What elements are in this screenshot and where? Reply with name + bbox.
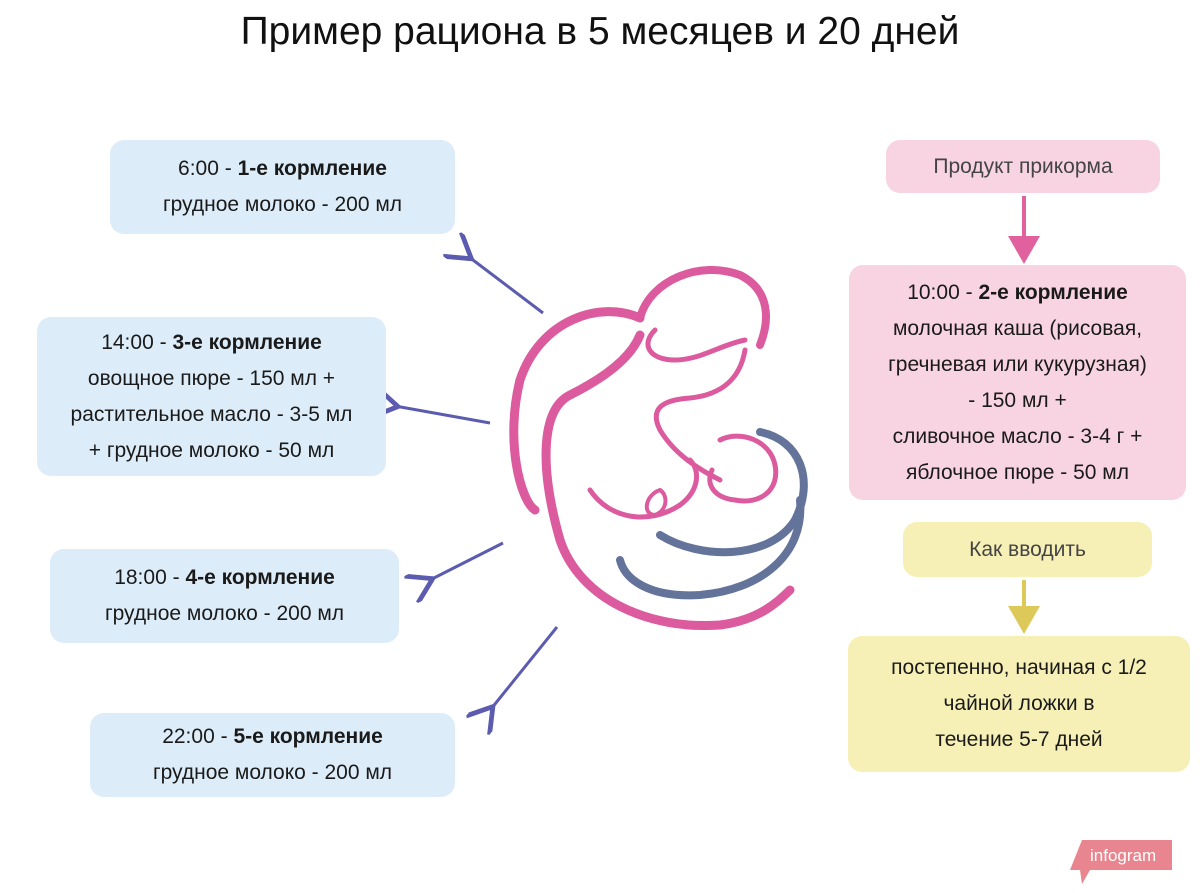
feeding-card-3: 14:00 - 3-е кормление овощное пюре - 150… (37, 317, 386, 476)
feeding-name: 3-е кормление (172, 330, 322, 354)
feeding-line: грудное молоко - 200 мл (162, 193, 403, 216)
feeding-line: овощное пюре - 150 мл + (87, 366, 336, 390)
arrow-to-feeding-4 (430, 541, 504, 580)
feeding-line: яблочное пюре - 50 мл (906, 460, 1129, 484)
mother-baby-logo (509, 266, 808, 631)
how-line: течение 5-7 дней (935, 728, 1103, 751)
feeding-line: + грудное молоко - 50 мл (88, 438, 335, 462)
feeding-line: молочная каша (рисовая, (892, 316, 1143, 340)
feeding-line: сливочное масло - 3-4 г + (892, 424, 1143, 448)
feeding-line: грудное молоко - 200 мл (152, 761, 393, 784)
feeding-line: гречневая или кукурузная) (888, 352, 1147, 376)
feeding-name: 4-е кормление (185, 566, 335, 589)
feeding-line: растительное масло - 3-5 мл (70, 402, 353, 426)
feeding-line: - 150 мл + (968, 388, 1067, 412)
page-title: Пример рациона в 5 месяцев и 20 дней (240, 10, 960, 53)
feeding-card-5: 22:00 - 5-е кормление грудное молоко - 2… (90, 713, 455, 797)
feeding-time: 10:00 (907, 280, 960, 304)
feeding-name: 2-е кормление (978, 280, 1128, 304)
how-card: постепенно, начиная с 1/2 чайной ложки в… (848, 636, 1190, 772)
feeding-name: 1-е кормление (237, 157, 387, 180)
how-label-text: Как вводить (969, 537, 1086, 561)
arrow-product-down (1008, 196, 1040, 264)
how-line: чайной ложки в (943, 692, 1095, 715)
feeding-time: 22:00 (162, 725, 215, 748)
feeding-time: 14:00 (101, 330, 154, 354)
brand-text: infogram (1090, 846, 1157, 865)
infogram-badge[interactable]: infogram (1062, 838, 1172, 884)
feeding-line: грудное молоко - 200 мл (104, 602, 345, 625)
how-label: Как вводить (903, 522, 1152, 577)
how-line: постепенно, начиная с 1/2 (891, 656, 1147, 679)
arrow-to-feeding-1 (469, 257, 544, 315)
speech-bubble-icon (1070, 840, 1172, 884)
product-label-text: Продукт прикорма (933, 154, 1113, 178)
arrow-to-feeding-5 (491, 626, 559, 709)
feeding-card-4: 18:00 - 4-е кормление грудное молоко - 2… (50, 549, 399, 643)
feeding-name: 5-е кормление (233, 725, 383, 748)
feeding-card-1: 6:00 - 1-е кормление грудное молоко - 20… (110, 140, 455, 234)
feeding-time: 6:00 (178, 157, 219, 180)
feeding-time: 18:00 (114, 566, 167, 589)
product-label: Продукт прикорма (886, 140, 1160, 193)
arrow-how-down (1008, 580, 1040, 634)
arrow-to-feeding-3 (395, 406, 491, 425)
feeding-card-2: 10:00 - 2-е кормление молочная каша (рис… (849, 265, 1186, 500)
